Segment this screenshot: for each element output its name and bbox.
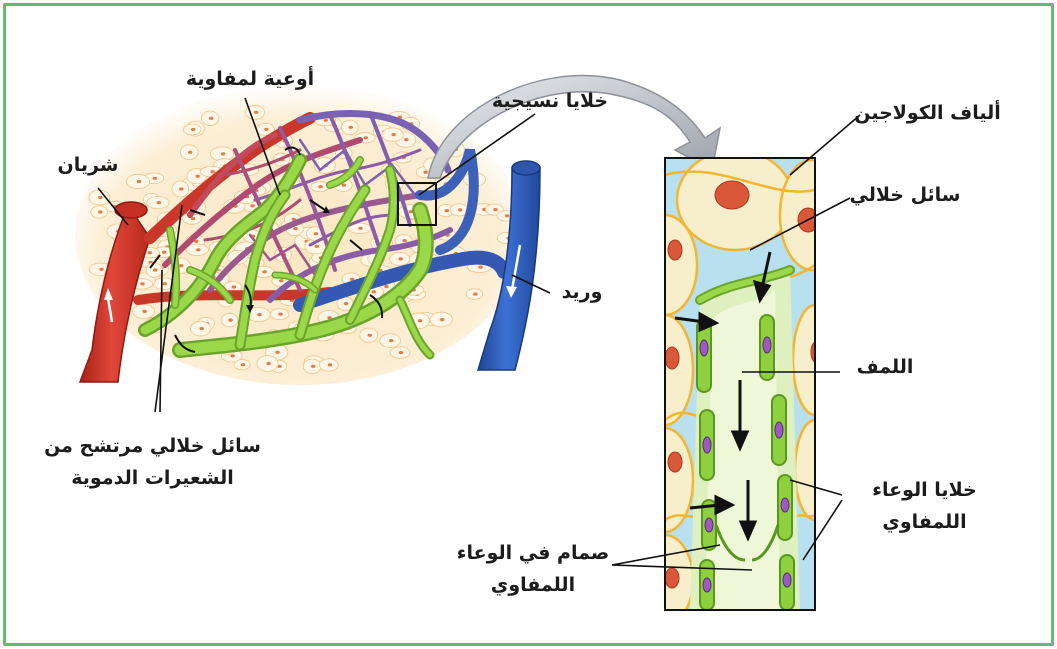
tissue-cell-nucleus — [157, 201, 161, 204]
tissue-cell-nucleus — [418, 319, 422, 322]
tissue-cell-nucleus — [505, 214, 509, 217]
tissue-cell-nucleus — [315, 245, 319, 248]
tissue-cell-nucleus — [231, 354, 235, 357]
label-filtered-fluid: سائل خلالي مرتشح من الشعيرات الدموية — [30, 430, 275, 494]
label-artery: شريان — [48, 150, 128, 180]
tissue-cell-nucleus — [368, 334, 372, 337]
tissue-cell-nucleus — [344, 302, 348, 305]
tissue-cell-nucleus — [440, 318, 444, 321]
tissue-cell-nucleus — [384, 285, 388, 288]
tissue-cell-nucleus — [98, 210, 102, 213]
tissue-cell-nucleus — [241, 363, 245, 366]
tissue-cell-nucleus — [162, 251, 166, 254]
label-lymph: اللمف — [835, 352, 935, 382]
tissue-cell-nucleus — [399, 351, 403, 354]
tissue-cell-nucleus — [262, 270, 266, 273]
tissue-cell-nucleus — [293, 227, 297, 230]
label-vein: وريد — [542, 277, 622, 307]
tissue-cell-nucleus — [279, 279, 283, 282]
tissue-cell-nucleus — [391, 133, 395, 136]
tissue-cell-nucleus — [221, 152, 225, 155]
tissue-cell-nucleus — [423, 171, 427, 174]
label-tissue-cells: خلايا نسيجية — [470, 86, 630, 116]
tissue-cell-nucleus — [188, 151, 192, 154]
tissue-cell-nucleus — [358, 227, 362, 230]
tissue-cell-nucleus — [404, 138, 408, 141]
tissue-cell-nucleus — [328, 363, 332, 366]
tissue-cell-nucleus — [153, 268, 157, 271]
tissue-cell-nucleus — [458, 208, 462, 211]
label-lymph-vessel-cells: خلايا الوعاء اللمفاوي — [842, 474, 1007, 538]
tissue-cell-nucleus — [200, 327, 204, 330]
tissue-cell-nucleus — [473, 293, 477, 296]
label-collagen-fibers: ألياف الكولاجين — [840, 98, 1015, 128]
tissue-cell-nucleus — [196, 175, 200, 178]
tissue-cell-nucleus — [140, 282, 144, 285]
tissue-cell-nucleus — [99, 268, 103, 271]
label-valve: صمام في الوعاء اللمفاوي — [448, 537, 618, 601]
tissue-cell-nucleus — [98, 196, 102, 199]
tissue-cell-nucleus — [179, 264, 183, 267]
tissue-cell-nucleus — [311, 365, 315, 368]
tissue-cell-nucleus — [142, 310, 146, 313]
tissue-cell-nucleus — [153, 177, 157, 180]
tissue-cell-nucleus — [314, 232, 318, 235]
tissue-cell-nucleus — [364, 136, 368, 139]
tissue-cell-nucleus — [250, 204, 254, 207]
tissue-cell-nucleus — [211, 170, 215, 173]
tissue-cell-nucleus — [264, 128, 268, 131]
label-interstitial-fluid: سائل خلالي — [835, 180, 975, 210]
tissue-cell-nucleus — [372, 290, 376, 293]
tissue-cell-nucleus — [196, 248, 200, 251]
tissue-cell-nucleus — [493, 208, 497, 211]
tissue-cell-nucleus — [137, 180, 141, 183]
tissue-cell-nucleus — [209, 117, 213, 120]
tissue-cell-nucleus — [402, 239, 406, 242]
tissue-cell-nucleus — [148, 251, 152, 254]
tissue-cell-nucleus — [349, 126, 353, 129]
tissue-cell-nucleus — [318, 185, 322, 188]
tissue-cell-nucleus — [399, 257, 403, 260]
tissue-cell-nucleus — [228, 319, 232, 322]
tissue-cell-nucleus — [445, 209, 449, 212]
label-lymph-vessels: أوعية لمفاوية — [130, 64, 370, 94]
tissue-cell-nucleus — [232, 285, 236, 288]
tissue-cell-nucleus — [266, 362, 270, 365]
tissue-cell-nucleus — [275, 351, 279, 354]
tissue-cell-nucleus — [478, 266, 482, 269]
tissue-cell-nucleus — [191, 128, 195, 131]
tissue-cell-nucleus — [254, 111, 258, 114]
tissue-cell-nucleus — [278, 313, 282, 316]
tissue-cell-nucleus — [389, 339, 393, 342]
tissue-cell-nucleus — [257, 313, 261, 316]
tissue-cell-nucleus — [179, 187, 183, 190]
tissue-cell-nucleus — [324, 119, 328, 122]
tissue-cell-nucleus — [163, 282, 167, 285]
